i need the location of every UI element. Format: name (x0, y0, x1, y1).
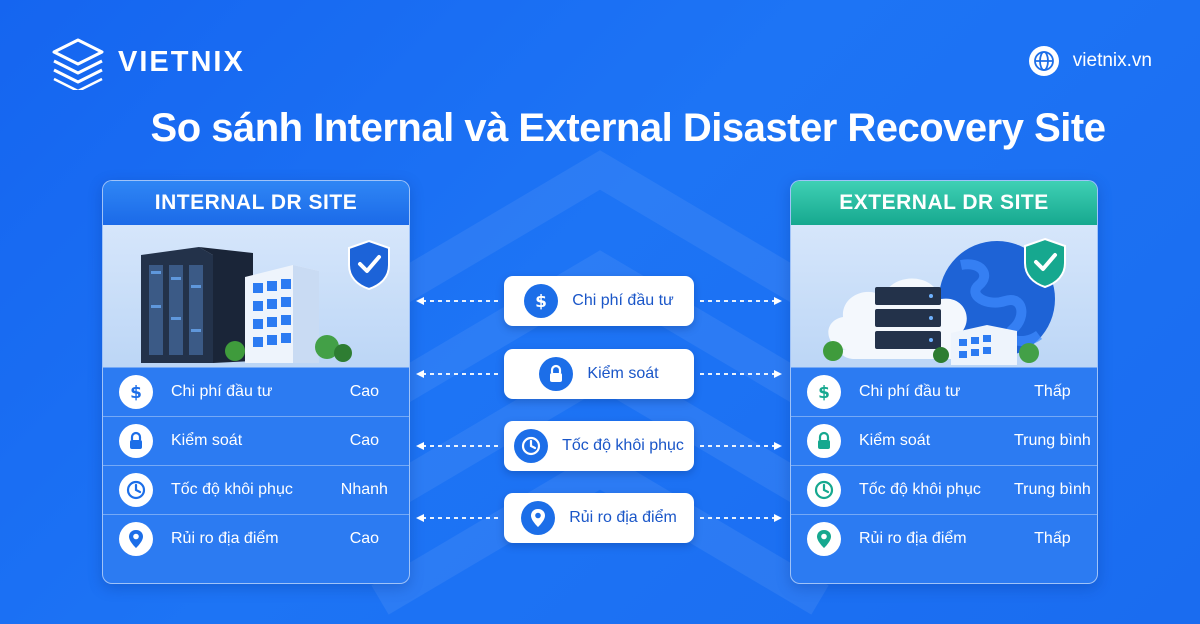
row-value: Cao (349, 383, 380, 400)
criteria-cost: $ Chi phí đầu tư (504, 276, 694, 326)
row-label: Rủi ro địa điểm (859, 530, 967, 547)
internal-dr-panel: INTERNAL DR SITE (102, 180, 410, 584)
criteria-speed: Tốc độ khôi phục (504, 421, 694, 471)
clock-icon (807, 473, 841, 507)
dollar-icon: $ (119, 375, 153, 409)
internal-row-speed: Tốc độ khôi phục Nhanh (103, 465, 409, 514)
external-dr-illustration (791, 225, 1097, 367)
svg-text:$: $ (818, 383, 830, 402)
row-value: Cao (349, 432, 380, 449)
row-value: Thấp (1034, 530, 1071, 547)
location-pin-icon (119, 522, 153, 556)
clock-icon (119, 473, 153, 507)
external-row-cost: $ Chi phí đầu tư Thấp (791, 367, 1097, 416)
internal-row-risk: Rủi ro địa điểm Cao (103, 514, 409, 563)
row-label: Kiểm soát (859, 432, 931, 449)
brand-name: VIETNIX (118, 45, 245, 78)
criteria-label: Tốc độ khôi phục (562, 437, 684, 454)
svg-text:$: $ (535, 292, 547, 311)
row-label: Chi phí đầu tư (171, 383, 273, 400)
location-pin-icon (807, 522, 841, 556)
external-row-speed: Tốc độ khôi phục Trung bình (791, 465, 1097, 514)
criteria-control: Kiểm soát (504, 349, 694, 399)
brand-logo: VIETNIX (50, 34, 245, 90)
row-value: Thấp (1034, 383, 1071, 400)
row-label: Tốc độ khôi phục (171, 481, 293, 498)
website-text: vietnix.vn (1072, 50, 1152, 71)
external-dr-heading: EXTERNAL DR SITE (791, 181, 1097, 225)
row-label: Kiểm soát (171, 432, 243, 449)
criteria-label: Kiểm soát (587, 365, 659, 382)
datacenter-building-icon (141, 239, 390, 363)
row-value: Cao (349, 530, 380, 547)
internal-row-control: Kiểm soát Cao (103, 416, 409, 465)
page-title: So sánh Internal và External Disaster Re… (150, 106, 1106, 150)
row-value: Trung bình (1013, 432, 1091, 449)
dollar-icon: $ (524, 284, 559, 318)
internal-dr-heading: INTERNAL DR SITE (103, 181, 409, 225)
globe-icon (1028, 46, 1059, 76)
internal-row-cost: $ Chi phí đầu tư Cao (103, 367, 409, 416)
lock-icon (119, 424, 153, 458)
external-row-control: Kiểm soát Trung bình (791, 416, 1097, 465)
internal-dr-illustration (103, 225, 409, 367)
external-row-risk: Rủi ro địa điểm Thấp (791, 514, 1097, 563)
lock-icon (539, 357, 574, 391)
row-label: Rủi ro địa điểm (171, 530, 279, 547)
dollar-icon: $ (807, 375, 841, 409)
row-label: Chi phí đầu tư (859, 383, 961, 400)
clock-icon (514, 429, 549, 463)
row-value: Nhanh (340, 481, 388, 498)
cloud-globe-icon (823, 237, 1066, 365)
svg-text:$: $ (130, 383, 142, 402)
criteria-label: Rủi ro địa điểm (569, 509, 677, 526)
row-value: Trung bình (1013, 481, 1091, 498)
row-label: Tốc độ khôi phục (859, 481, 981, 498)
lock-icon (807, 424, 841, 458)
location-pin-icon (521, 501, 556, 535)
criteria-label: Chi phí đầu tư (572, 292, 674, 309)
stack-logo-icon (52, 38, 104, 90)
criteria-risk: Rủi ro địa điểm (504, 493, 694, 543)
website-link[interactable]: vietnix.vn (1028, 46, 1152, 76)
external-dr-panel: EXTERNAL DR SITE $ (790, 180, 1098, 584)
